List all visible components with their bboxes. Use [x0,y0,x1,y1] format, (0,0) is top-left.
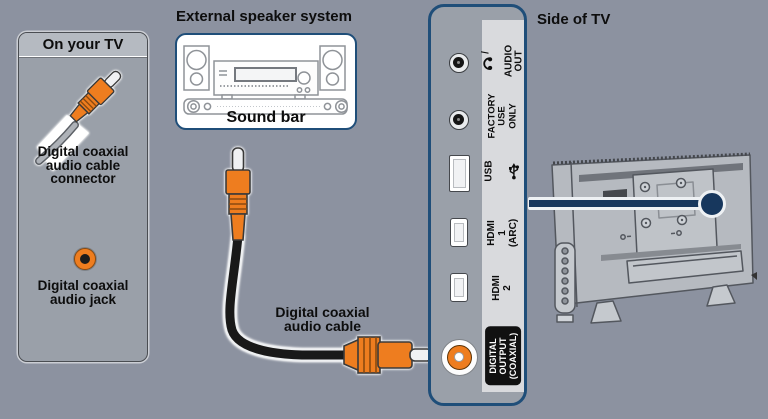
speaker-system-box: Sound bar [175,33,357,130]
panel-title: On your TV [19,33,147,57]
jack-caption: Digital coaxial audio jack [37,278,129,307]
speaker-system-title: External speaker system [176,8,352,25]
headphone-icon [483,56,493,70]
rca-connector-icon [35,70,122,171]
hdmi1-label: HDMI 1 (ARC) [485,218,519,248]
digital-output-label: DIGITAL OUTPUT (COAXIAL) [474,326,532,386]
sound-bar-label: Sound bar [226,109,306,126]
audio-out-jack [449,53,469,73]
hdmi2-port [450,273,468,302]
usb-port [449,155,470,192]
usb-label: USB [473,160,532,182]
jack-center [80,254,90,264]
tv-rear-icon [551,152,757,324]
callout-dot [698,190,726,218]
cable-caption: Digital coaxial audio cable [275,304,370,334]
coaxial-cable-icon [223,147,433,374]
usb-icon [509,163,520,180]
coaxial-jack-icon [74,248,96,270]
tv-port-panel: / AUDIO OUT FACTORY USE ONLY USB HDMI 1 … [428,4,527,406]
digital-output-port [441,339,478,376]
audio-out-label: / AUDIO OUT [480,44,525,78]
on-your-tv-panel: On your TV Digital coaxial audio cable c… [18,32,148,362]
hdmi1-port [450,218,468,247]
hdmi2-label: HDMI 2 [491,275,513,301]
side-of-tv-title: Side of TV [537,11,611,28]
callout-line [529,200,705,207]
factory-jack [449,110,469,130]
speaker-system-icon [183,45,349,115]
factory-label: FACTORY USE ONLY [486,93,519,139]
connector-caption: Digital coaxial audio cable connector [37,144,129,186]
